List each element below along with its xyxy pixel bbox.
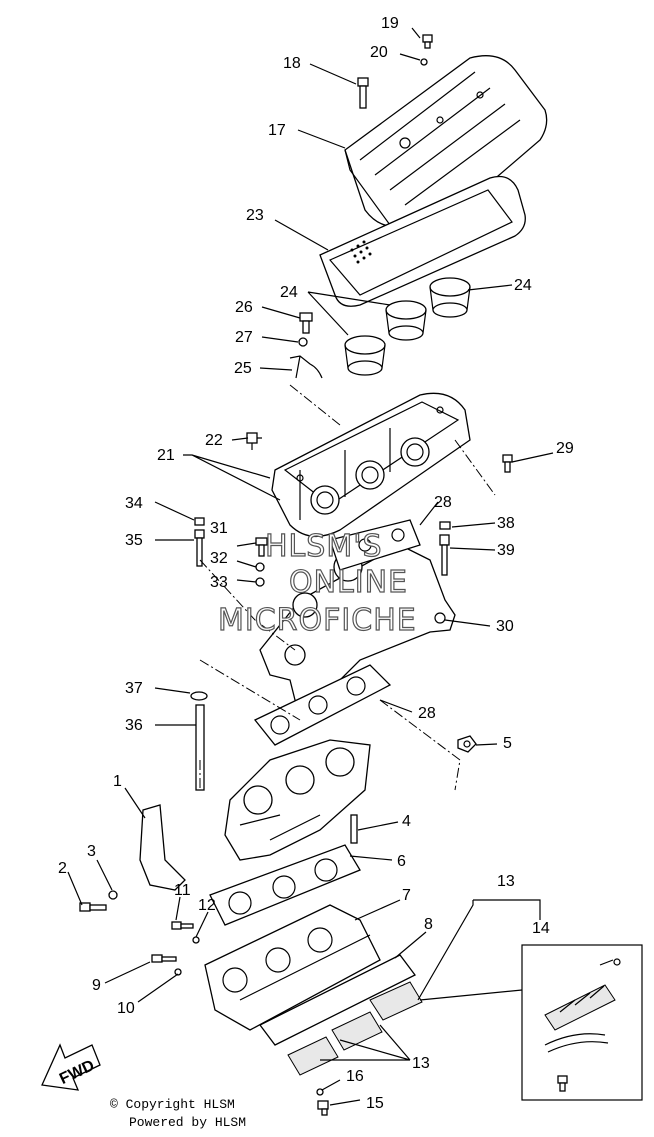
label-23: 23: [246, 207, 264, 224]
label-14: 14: [532, 920, 550, 937]
watermark-line1: HLSM'S: [265, 529, 383, 564]
copyright-text: © Copyright HLSM: [110, 1097, 235, 1112]
label-1: 1: [113, 773, 122, 790]
label-35: 35: [125, 532, 143, 549]
cylinder-head-cover: [344, 55, 548, 236]
watermark-line2: ONLINE: [289, 565, 408, 600]
cover-gasket: [319, 175, 526, 307]
nut-38: [439, 521, 451, 530]
label-32: 32: [210, 550, 228, 567]
cylinder-block: [271, 392, 471, 537]
bolt-15: [317, 1100, 329, 1116]
washer-10: [174, 968, 182, 976]
gasket-8: [259, 954, 416, 1046]
clip-37: [190, 691, 208, 701]
label-26: 26: [235, 299, 253, 316]
bolt-9: [151, 954, 177, 963]
bolt-2: [79, 902, 107, 912]
bolt-31: [255, 537, 268, 557]
sleeve-set: [344, 277, 471, 376]
label-3: 3: [87, 843, 96, 860]
reed-valve-housing: [224, 739, 371, 861]
bracket-bolt: [299, 312, 313, 334]
label-25: 25: [234, 360, 252, 377]
hose-clip: [289, 355, 323, 379]
label-29: 29: [556, 440, 574, 457]
label-28a: 28: [434, 494, 452, 511]
label-24a: 24: [280, 284, 298, 301]
washer-16: [316, 1088, 324, 1096]
label-37: 37: [125, 680, 143, 697]
label-21: 21: [157, 447, 175, 464]
label-12: 12: [198, 897, 216, 914]
bolt-11: [171, 921, 194, 930]
label-24b: 24: [514, 277, 532, 294]
label-18: 18: [283, 55, 301, 72]
watermark: HLSM'S ONLINE MICROFICHE: [217, 528, 417, 638]
label-30: 30: [496, 618, 514, 635]
label-19: 19: [381, 15, 399, 32]
label-33: 33: [210, 574, 228, 591]
cap-screw: [422, 34, 433, 49]
pin-36: [195, 704, 205, 791]
label-28b: 28: [418, 705, 436, 722]
washer-12: [192, 936, 200, 944]
label-7: 7: [402, 887, 411, 904]
label-20: 20: [370, 44, 388, 61]
bolt-29: [502, 454, 513, 473]
powered-by-text: Powered by HLSM: [129, 1115, 247, 1130]
reed-assembly-inset: [521, 944, 643, 1101]
bracket-1: [139, 804, 186, 891]
fwd-arrow-icon: FWD: [41, 1043, 101, 1091]
elbow-fitting: [246, 432, 262, 450]
watermark-line3: MICROFICHE: [218, 603, 417, 638]
gasket-6: [209, 844, 361, 926]
label-10: 10: [117, 1000, 135, 1017]
washer-3: [108, 890, 118, 900]
label-6: 6: [397, 853, 406, 870]
washer-32: [255, 562, 265, 572]
nut-5: [457, 735, 477, 753]
stud-39: [439, 534, 450, 576]
label-27: 27: [235, 329, 253, 346]
stud-4: [350, 814, 358, 844]
label-8: 8: [424, 916, 433, 933]
stud-34: [194, 517, 205, 526]
label-22: 22: [205, 432, 223, 449]
label-13a: 13: [497, 873, 515, 890]
label-38: 38: [497, 515, 515, 532]
manifold-gasket-lower: [253, 664, 392, 746]
cover-bolt: [357, 77, 369, 109]
leader-lines: [67, 27, 554, 1106]
label-13b: 13: [412, 1055, 430, 1072]
label-5: 5: [503, 735, 512, 752]
label-11: 11: [174, 882, 191, 899]
label-36: 36: [125, 717, 143, 734]
reed-block-upper: [369, 981, 423, 1021]
label-15: 15: [366, 1095, 384, 1112]
label-31: 31: [210, 520, 228, 537]
label-39: 39: [497, 542, 515, 559]
label-4: 4: [402, 813, 411, 830]
reed-block-middle: [331, 1011, 383, 1051]
label-16: 16: [346, 1068, 364, 1085]
o-ring-small: [420, 58, 428, 66]
label-9: 9: [92, 977, 101, 994]
manifold-gasket-upper: [329, 519, 421, 571]
part-number-labels: 19 20 18 17 23 24 24 26 27 25 22 21 29 3…: [58, 15, 574, 1112]
washer: [298, 337, 308, 347]
reed-block-lower: [287, 1036, 339, 1076]
label-2: 2: [58, 860, 67, 877]
washer-33: [255, 577, 265, 587]
stud-35: [194, 529, 205, 567]
label-17: 17: [268, 122, 286, 139]
label-34: 34: [125, 495, 143, 512]
reed-plate: [204, 904, 381, 1031]
